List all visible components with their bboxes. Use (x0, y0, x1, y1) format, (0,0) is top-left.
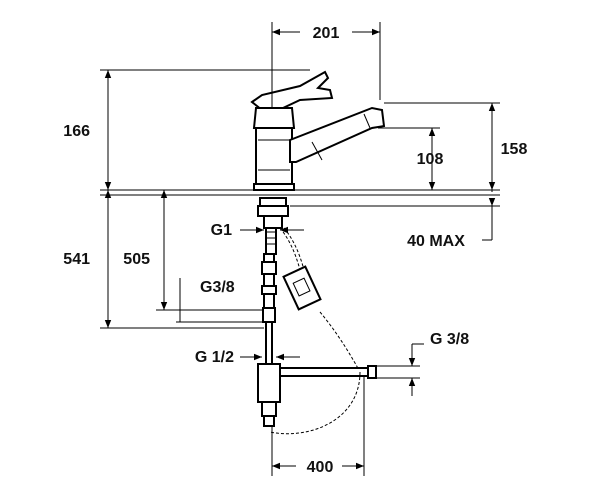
dim-hose-length: 541 (63, 190, 264, 329)
angle-valve (257, 363, 281, 403)
dim-400-label: 400 (307, 459, 334, 476)
dim-max-thickness: 40 MAX (290, 190, 500, 250)
hose-weight (282, 265, 322, 311)
dim-505-label: 505 (123, 251, 150, 268)
dim-total-height: 166 (63, 69, 310, 190)
dim-connector-length: 505 (123, 190, 264, 311)
callout-g1-2: G 1/2 (195, 349, 300, 366)
pullout-arc (269, 371, 361, 435)
g3-8-right-label: G 3/8 (430, 331, 469, 348)
g3-8-left-label: G3/8 (200, 279, 235, 296)
mounting-shank (257, 197, 289, 255)
dim-spout-reach: 201 (271, 22, 381, 108)
g1-label: G1 (211, 222, 232, 239)
dim-158-label: 158 (501, 141, 528, 158)
dim-pullout-reach: 400 (271, 376, 365, 476)
faucet-base (253, 183, 295, 191)
callout-g3-8-right: G 3/8 (372, 331, 469, 396)
cartridge-cap (252, 107, 296, 129)
faucet-body (250, 70, 386, 191)
inlet-tubes (257, 253, 377, 427)
g1-2-label: G 1/2 (195, 349, 234, 366)
faucet-column (255, 127, 293, 189)
dim-201-label: 201 (313, 25, 340, 42)
dim-166-label: 166 (63, 123, 90, 140)
callout-g3-8-upper: G3/8 (176, 278, 262, 323)
dim-541-label: 541 (63, 251, 90, 268)
pullout-hose (279, 227, 361, 373)
dim-outlet-height: 108 (378, 127, 444, 190)
callout-g1: G1 (211, 222, 304, 239)
spout (289, 106, 386, 163)
dim-108-label: 108 (417, 151, 444, 168)
dim-spout-height: 158 (384, 102, 528, 190)
dim-40max-label: 40 MAX (407, 233, 465, 250)
lever-handle (250, 70, 334, 112)
